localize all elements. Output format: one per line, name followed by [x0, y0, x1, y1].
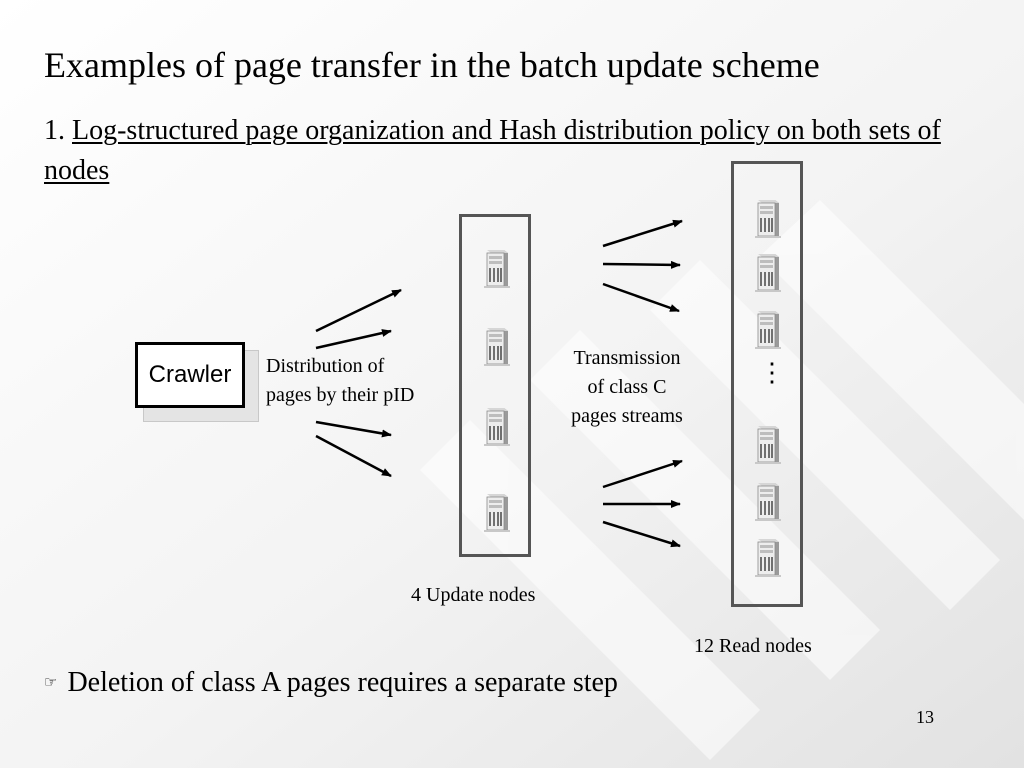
read-nodes-column: [731, 161, 803, 607]
arrow-update-to-read-2: [602, 260, 681, 269]
arrow-update-to-read-6: [602, 520, 681, 548]
subtitle-number: 1.: [44, 115, 72, 146]
arrow-crawler-to-update-4: [315, 434, 392, 478]
arrow-crawler-to-update-2: [315, 329, 392, 350]
arrow-update-to-read-3: [602, 282, 680, 313]
page-number: 13: [916, 707, 934, 727]
update-node-server-icon-3: [484, 408, 510, 446]
update-nodes-label: 4 Update nodes: [411, 584, 536, 606]
arrow-crawler-to-update-3: [315, 420, 392, 438]
read-node-server-icon-4: [755, 426, 781, 464]
arrow-update-to-read-1: [602, 219, 683, 248]
slide-title: Examples of page transfer in the batch u…: [44, 45, 820, 85]
read-node-server-icon-6: [755, 539, 781, 577]
slide-subtitle: 1. Log-structured page organization and …: [44, 111, 994, 191]
pointing-hand-icon: ☞: [44, 673, 58, 691]
distribution-label-line-1: Distribution of: [266, 355, 385, 377]
arrow-update-to-read-4: [602, 459, 683, 489]
update-node-server-icon-2: [484, 328, 510, 366]
read-node-server-icon-5: [755, 483, 781, 521]
arrow-crawler-to-update-1: [315, 288, 402, 333]
update-node-server-icon-4: [484, 494, 510, 532]
transmission-label: Transmission of class C pages streams: [552, 344, 702, 431]
read-node-server-icon-1: [755, 200, 781, 238]
subtitle-text: Log-structured page organization and Has…: [44, 115, 941, 186]
crawler-box: Crawler: [135, 342, 245, 408]
distribution-label-line-2: pages by their pID: [266, 384, 415, 406]
update-node-server-icon-1: [484, 250, 510, 288]
crawler-label: Crawler: [148, 361, 232, 388]
transmission-label-line-3: pages streams: [571, 405, 683, 427]
distribution-label: Distribution of pages by their pID: [266, 352, 414, 410]
update-nodes-column: [459, 214, 531, 557]
more-nodes-ellipsis: ⋮: [759, 357, 785, 387]
transmission-label-line-2: of class C: [587, 376, 667, 398]
bullet-item: ☞ Deletion of class A pages requires a se…: [44, 667, 618, 699]
bullet-text: Deletion of class A pages requires a sep…: [67, 667, 618, 698]
read-node-server-icon-2: [755, 254, 781, 292]
read-node-server-icon-3: [755, 311, 781, 349]
read-nodes-label: 12 Read nodes: [694, 635, 812, 657]
transmission-label-line-1: Transmission: [573, 347, 681, 369]
